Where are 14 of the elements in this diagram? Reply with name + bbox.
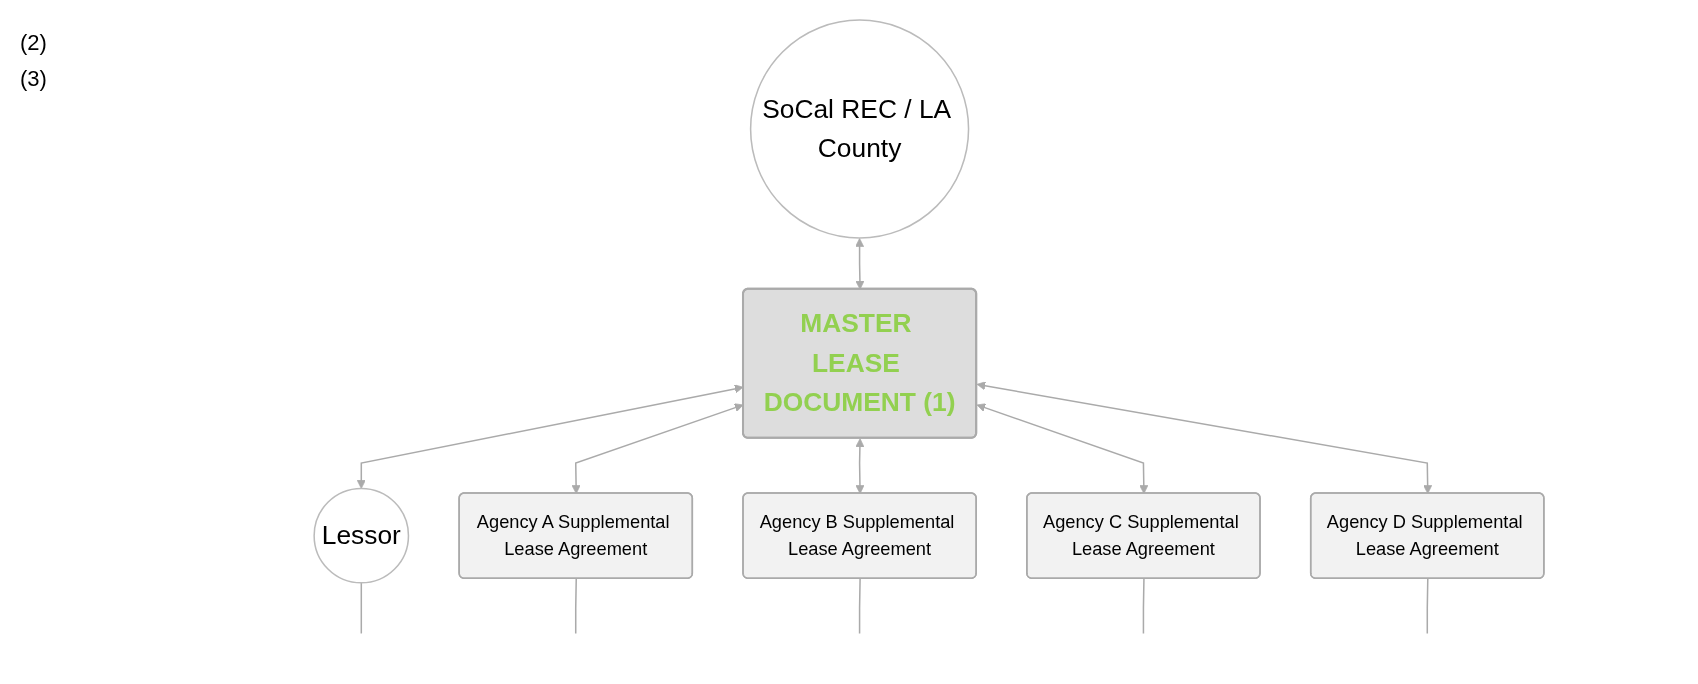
connector (360, 582, 363, 635)
arrow (976, 403, 1149, 494)
connector (574, 577, 577, 635)
connector (1426, 577, 1429, 635)
connector (858, 577, 861, 635)
arrow (855, 438, 865, 494)
arrow (976, 381, 1433, 494)
arrow (356, 384, 744, 489)
arrow (571, 403, 744, 494)
node-circle: Lessor (313, 487, 410, 584)
node-circle: SoCal REC / LA County (749, 19, 970, 239)
note-label: (3) (20, 66, 48, 92)
connector (1142, 577, 1145, 635)
note-label: (2) (20, 30, 48, 56)
